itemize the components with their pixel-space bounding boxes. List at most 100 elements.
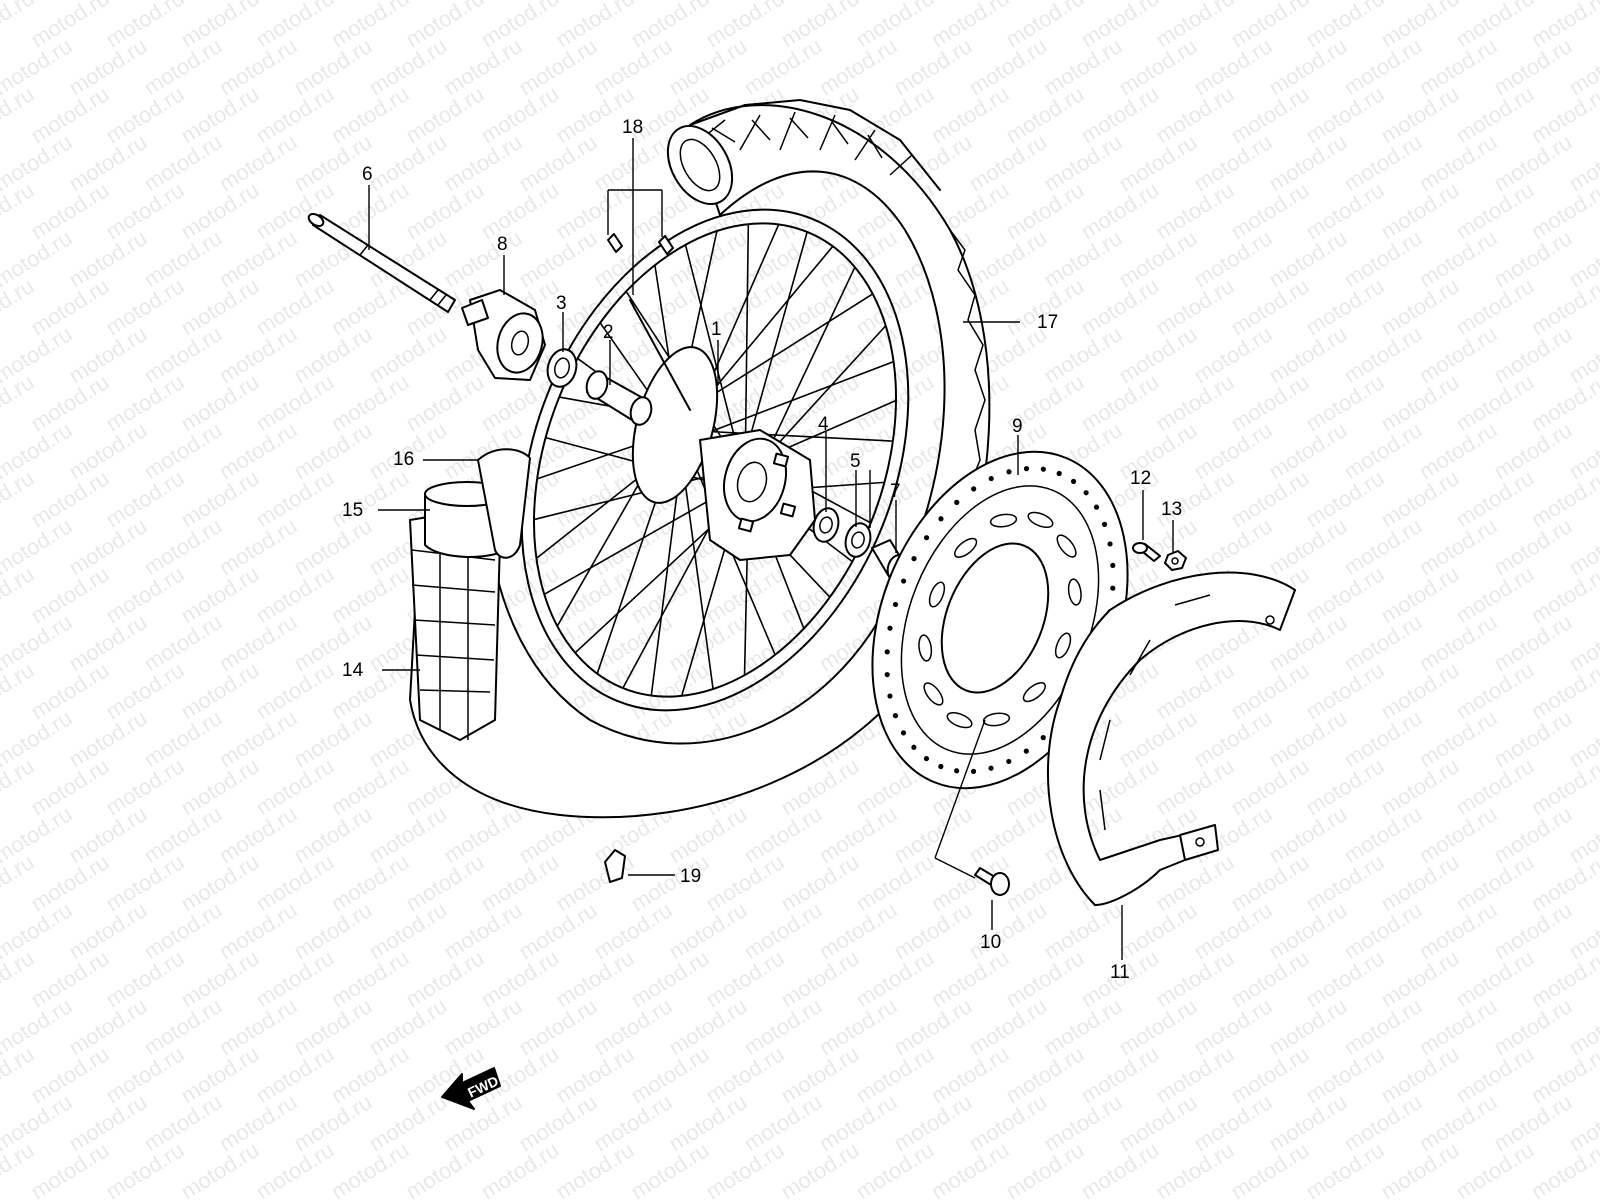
watermark-text: motod.ru [26,657,113,724]
watermark-text: motod.ru [251,1041,338,1108]
watermark-text: motod.ru [1376,1137,1463,1200]
watermark-text: motod.ru [251,81,338,148]
watermark-text: motod.ru [401,81,488,148]
watermark-text: motod.ru [176,273,263,340]
watermark-text: motod.ru [1301,369,1388,436]
disc-hole [954,499,960,505]
watermark-text: motod.ru [101,657,188,724]
watermark-text: motod.ru [701,561,788,628]
valve-cap-19 [604,849,626,883]
speedometer-gearbox [461,289,546,381]
disc-hole [1006,758,1012,765]
watermark-text: motod.ru [851,1137,938,1200]
disc-hole [1093,504,1100,510]
watermark-text: motod.ru [626,1041,713,1108]
leader-lines [368,138,1174,960]
disc-slot [928,581,946,608]
disc-hole [887,693,893,699]
watermark-text: motod.ru [1376,849,1463,916]
watermark-text: motod.ru [476,81,563,148]
watermark-text: motod.ru [1076,177,1163,244]
callout-17: 17 [1037,312,1058,333]
disc-hole [1083,490,1089,496]
spoke-nipples-18 [607,233,691,411]
watermark-text: motod.ru [176,1041,263,1108]
disc-slot [1027,511,1054,529]
disc-vent-holes [884,466,1116,774]
spoke [740,231,808,469]
watermark-text: motod.ru [776,1137,863,1200]
disc-hole [938,763,944,770]
callout-6: 6 [362,164,373,185]
watermark-text: motod.ru [101,177,188,244]
watermark-text: motod.ru [1376,1041,1463,1108]
watermark-text: motod.ru [701,849,788,916]
disc-hole [1040,466,1046,472]
watermark-text: motod.ru [251,657,338,724]
disc-hole [1107,541,1113,547]
watermark-text: motod.ru [326,465,413,532]
watermark-text: motod.ru [26,849,113,916]
watermark-text: motod.ru [1226,1041,1313,1108]
watermark-text: motod.ru [26,273,113,340]
axle [307,213,456,313]
disc-slot [918,634,933,662]
watermark-text: motod.ru [1151,1137,1238,1200]
dust-seal [546,348,578,388]
disc-hole [988,475,994,482]
disc-hole [884,671,890,678]
watermark-text: motod.ru [1001,1041,1088,1108]
watermark-text: motod.ru [1451,849,1538,916]
disc-hole [887,625,893,631]
watermark-text: motod.ru [251,465,338,532]
watermark-text: motod.ru [1226,369,1313,436]
watermark-text: motod.ru [1451,81,1538,148]
disc-hole [1101,521,1108,527]
disc-hole [938,516,944,522]
watermark-text: motod.ru [101,1137,188,1200]
watermark-text: motod.ru [1301,465,1388,532]
watermark-text: motod.ru [1226,753,1313,820]
watermark-text: motod.ru [1151,1041,1238,1108]
disc-slot [1054,632,1072,659]
callout-labels: 1 2 3 4 5 6 7 8 9 10 11 12 13 14 15 16 1… [342,117,1182,983]
watermark-text: motod.ru [551,1137,638,1200]
watermark-text: motod.ru [176,465,263,532]
watermark-text: motod.ru [176,369,263,436]
watermark-text: motod.ru [1301,81,1388,148]
watermark-text: motod.ru [1001,1137,1088,1200]
watermark-text: motod.ru [401,1137,488,1200]
watermark-text: motod.ru [1376,369,1463,436]
disc-slot [989,513,1018,528]
watermark-text: motod.ru [851,945,938,1012]
watermark-text: motod.ru [1301,177,1388,244]
watermark-text: motod.ru [1301,561,1388,628]
watermark-text: motod.ru [26,753,113,820]
watermark-text: motod.ru [626,657,713,724]
watermark-text: motod.ru [1226,465,1313,532]
watermark-text: motod.ru [326,369,413,436]
disc-hole [1040,735,1046,741]
watermark-text: motod.ru [1376,273,1463,340]
callout-15: 15 [342,500,363,521]
watermark-text: motod.ru [101,753,188,820]
watermark-text: motod.ru [626,945,713,1012]
callout-12: 12 [1130,468,1151,489]
watermark-text: motod.ru [26,1041,113,1108]
watermark-text: motod.ru [1226,1137,1313,1200]
watermark-text: motod.ru [176,177,263,244]
watermark-text: motod.ru [401,369,488,436]
callout-1: 1 [711,319,722,340]
disc-hole [971,486,977,492]
bolt-12 [1132,542,1161,562]
callout-3: 3 [556,293,567,314]
watermark-text: motod.ru [176,753,263,820]
watermark-text: motod.ru [101,849,188,916]
watermark-text: motod.ru [1451,657,1538,724]
watermark-text: motod.ru [551,561,638,628]
watermark-text: motod.ru [1151,81,1238,148]
disc-slot [923,682,944,706]
watermark-text: motod.ru [1076,273,1163,340]
